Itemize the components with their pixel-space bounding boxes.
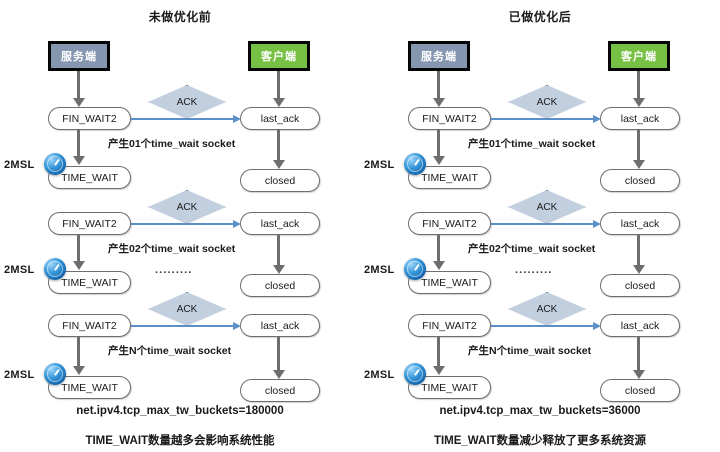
- ack-label: ACK: [536, 201, 558, 213]
- panel-before: 未做优化前 服务端 客户端 FIN_WAIT2 last_ack ACK 产生0…: [0, 0, 360, 452]
- arrow-lastack-to-closed-row1: [632, 130, 645, 169]
- state-time-wait-row3: TIME_WAIT: [408, 376, 491, 399]
- flow-arrow-row1: [131, 115, 241, 122]
- state-last-ack-row3: last_ack: [600, 314, 680, 337]
- state-closed-row1: closed: [600, 169, 680, 192]
- state-fin-wait2-row2: FIN_WAIT2: [408, 212, 491, 235]
- msl-label-row2: 2MSL: [4, 264, 35, 276]
- flow-arrow-row3: [491, 322, 601, 329]
- state-time-wait-row1: TIME_WAIT: [48, 166, 131, 189]
- ack-label: ACK: [176, 96, 198, 108]
- ack-label: ACK: [176, 201, 198, 213]
- flow-arrow-row3: [131, 322, 241, 329]
- msl-label-row1: 2MSL: [364, 159, 395, 171]
- state-closed-row2: closed: [240, 274, 320, 297]
- socket-note-row2: 产生02个time_wait socket: [468, 243, 596, 255]
- socket-note-row3: 产生N个time_wait socket: [108, 345, 232, 357]
- arrow-finwait2-to-timewait-row3: [72, 337, 85, 375]
- msl-label-row2: 2MSL: [364, 264, 395, 276]
- state-closed-row2: closed: [600, 274, 680, 297]
- state-last-ack-row3: last_ack: [240, 314, 320, 337]
- ack-diamond-row1: ACK: [508, 85, 586, 119]
- state-time-wait-row2: TIME_WAIT: [48, 271, 131, 294]
- footer-caption-before: TIME_WAIT数量越多会影响系统性能: [85, 435, 275, 447]
- ack-label: ACK: [536, 303, 558, 315]
- endpoint-server: 服务端: [48, 41, 110, 71]
- arrow-finwait2-to-timewait-row3: [432, 337, 445, 375]
- clock-icon-row1: [44, 153, 66, 175]
- clock-icon-row2: [44, 258, 66, 280]
- arrow-server-to-finwait2: [432, 71, 445, 107]
- ack-diamond-row2: ACK: [508, 190, 586, 224]
- ellipsis-separator: ·········: [155, 267, 193, 279]
- state-fin-wait2-row1: FIN_WAIT2: [48, 107, 131, 130]
- state-fin-wait2-row3: FIN_WAIT2: [48, 314, 131, 337]
- state-last-ack-row2: last_ack: [600, 212, 680, 235]
- ack-label: ACK: [176, 303, 198, 315]
- ellipsis-separator: ·········: [515, 267, 553, 279]
- state-closed-row3: closed: [240, 379, 320, 402]
- state-closed-row3: closed: [600, 379, 680, 402]
- arrow-finwait2-to-timewait-row2: [432, 235, 445, 270]
- state-fin-wait2-row3: FIN_WAIT2: [408, 314, 491, 337]
- panel-title-before: 未做优化前: [148, 10, 212, 24]
- state-fin-wait2-row2: FIN_WAIT2: [48, 212, 131, 235]
- ack-diamond-row1: ACK: [148, 85, 226, 119]
- msl-label-row3: 2MSL: [364, 369, 395, 381]
- socket-note-row3: 产生N个time_wait socket: [468, 345, 592, 357]
- clock-icon-row3: [44, 363, 66, 385]
- endpoint-server: 服务端: [408, 41, 470, 71]
- msl-label-row1: 2MSL: [4, 159, 35, 171]
- arrow-client-to-lastack: [632, 71, 645, 107]
- flow-arrow-row2: [131, 220, 241, 227]
- panel-title-after: 已做优化后: [508, 10, 572, 24]
- flow-arrow-row1: [491, 115, 601, 122]
- arrow-lastack-to-closed-row1: [272, 130, 285, 169]
- state-last-ack-row1: last_ack: [240, 107, 320, 130]
- state-closed-row1: closed: [240, 169, 320, 192]
- arrow-lastack-to-closed-row2: [632, 235, 645, 274]
- endpoint-client: 客户端: [248, 41, 310, 71]
- state-last-ack-row2: last_ack: [240, 212, 320, 235]
- state-time-wait-row2: TIME_WAIT: [408, 271, 491, 294]
- state-time-wait-row1: TIME_WAIT: [408, 166, 491, 189]
- arrow-finwait2-to-timewait-row1: [432, 130, 445, 165]
- clock-icon-row2: [404, 258, 426, 280]
- socket-note-row2: 产生02个time_wait socket: [108, 243, 236, 255]
- footer-param-before: net.ipv4.tcp_max_tw_buckets=180000: [76, 405, 284, 417]
- arrow-lastack-to-closed-row2: [272, 235, 285, 274]
- flow-arrow-row2: [491, 220, 601, 227]
- state-fin-wait2-row1: FIN_WAIT2: [408, 107, 491, 130]
- arrow-client-to-lastack: [272, 71, 285, 107]
- ack-label: ACK: [536, 96, 558, 108]
- state-time-wait-row3: TIME_WAIT: [48, 376, 131, 399]
- clock-icon-row1: [404, 153, 426, 175]
- arrow-finwait2-to-timewait-row1: [72, 130, 85, 165]
- state-last-ack-row1: last_ack: [600, 107, 680, 130]
- arrow-finwait2-to-timewait-row2: [72, 235, 85, 270]
- arrow-server-to-finwait2: [72, 71, 85, 107]
- endpoint-client: 客户端: [608, 41, 670, 71]
- msl-label-row3: 2MSL: [4, 369, 35, 381]
- arrow-lastack-to-closed-row3: [272, 337, 285, 379]
- panel-after: 已做优化后 服务端 客户端 FIN_WAIT2 last_ack ACK 产生0…: [360, 0, 720, 452]
- socket-note-row1: 产生01个time_wait socket: [108, 138, 236, 150]
- ack-diamond-row2: ACK: [148, 190, 226, 224]
- ack-diamond-row3: ACK: [508, 292, 586, 326]
- ack-diamond-row3: ACK: [148, 292, 226, 326]
- footer-caption-after: TIME_WAIT数量减少释放了更多系统资源: [433, 435, 647, 447]
- clock-icon-row3: [404, 363, 426, 385]
- arrow-lastack-to-closed-row3: [632, 337, 645, 379]
- footer-param-after: net.ipv4.tcp_max_tw_buckets=36000: [439, 405, 641, 417]
- socket-note-row1: 产生01个time_wait socket: [468, 138, 596, 150]
